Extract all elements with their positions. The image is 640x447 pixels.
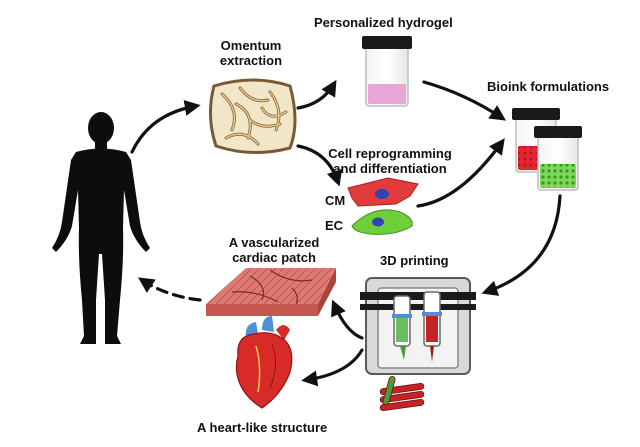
label-3d-printing: 3D printing [380, 253, 449, 268]
arrow-omentum-to-hydrogel [296, 79, 337, 110]
arrow-bioink-to-printer [481, 194, 562, 296]
arrow-printer-to-heart [301, 348, 364, 387]
label-cm: CM [325, 193, 346, 208]
cardiac-patch-icon [206, 268, 336, 316]
arrow-human-to-omentum [130, 100, 201, 154]
label-omentum-line2: extraction [219, 53, 283, 68]
label-omentum-extraction: Omentum extraction [206, 38, 296, 68]
label-bioink-formulations: Bioink formulations [487, 79, 610, 94]
human-silhouette-icon [52, 112, 150, 344]
cardiomyocyte-cell-icon [347, 177, 419, 207]
arrow-cells-to-bioink [416, 138, 505, 208]
bioprinter-icon [360, 277, 476, 412]
hydrogel-vial-icon [362, 36, 412, 107]
arrow-omentum-to-cells [296, 144, 343, 187]
bioink-vials-icon [512, 108, 582, 191]
label-patch-line2: cardiac patch [232, 250, 316, 265]
heart-icon [235, 316, 293, 409]
label-reprogramming-line2: and differentiation [333, 161, 447, 176]
omentum-tissue-icon [209, 78, 297, 155]
label-personalized-hydrogel: Personalized hydrogel [314, 15, 453, 30]
label-vascularized-patch: A vascularized cardiac patch [216, 235, 332, 265]
label-cell-reprogramming: Cell reprogramming and differentiation [320, 146, 460, 176]
flow-arrows [130, 79, 562, 387]
label-omentum-line1: Omentum [220, 38, 282, 53]
arrow-printer-to-patch [331, 299, 364, 340]
label-reprogramming-line1: Cell reprogramming [328, 146, 452, 161]
label-ec: EC [325, 218, 344, 233]
label-patch-line1: A vascularized [228, 235, 320, 250]
arrow-patch-to-human [138, 277, 202, 302]
endothelial-cell-icon [351, 209, 413, 235]
arrow-hydrogel-to-bioink [422, 80, 506, 121]
label-heart-like-structure: A heart-like structure [197, 420, 328, 435]
